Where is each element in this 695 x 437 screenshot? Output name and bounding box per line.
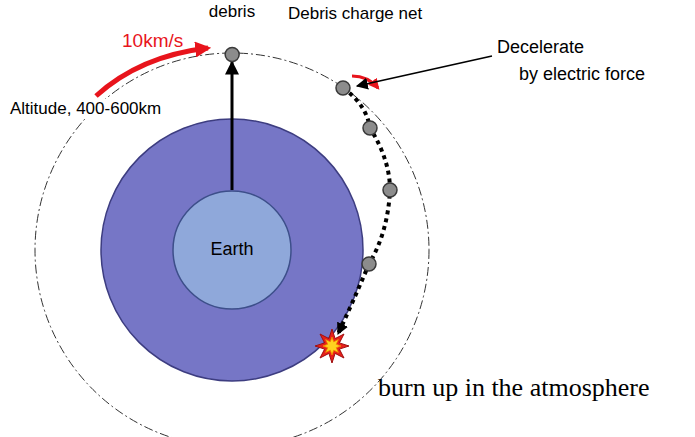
debris-dot (363, 121, 377, 135)
label-text: burn up in the atmosphere (378, 373, 650, 402)
debris-dot (383, 183, 397, 197)
burn-up-caption: burn up in the atmosphere (378, 372, 650, 403)
debris-object: debris (205, 2, 259, 62)
debris-dot (225, 48, 239, 62)
net-ellipse (279, 28, 354, 131)
node-label: Debris charge net (288, 4, 424, 24)
descent-path (338, 88, 390, 334)
node-label: debris (209, 2, 255, 22)
label-text: 10km/s (122, 30, 183, 51)
label-text: Altitude, 400-600km (10, 99, 161, 118)
pointer-arrow (231, 62, 234, 190)
earth-circle (173, 191, 291, 309)
debris-dot (362, 257, 376, 271)
label-text: Decelerate by electric force (497, 37, 645, 84)
burn-flash-core (323, 337, 341, 355)
leader-line (357, 56, 492, 86)
charge-net: Debris charge net (280, 4, 424, 129)
debris-dot (336, 81, 350, 95)
deceleration-note: Decelerate by electric force (497, 34, 669, 88)
orbit-velocity-arrow (96, 48, 208, 96)
burn-flash (315, 329, 349, 363)
speed-label: 10km/s (122, 30, 183, 53)
altitude-label: Altitude, 400-600km (8, 99, 163, 119)
earth-core: Earth (172, 190, 292, 310)
node-label: Earth (210, 239, 253, 261)
wrap-spacer (595, 34, 669, 52)
